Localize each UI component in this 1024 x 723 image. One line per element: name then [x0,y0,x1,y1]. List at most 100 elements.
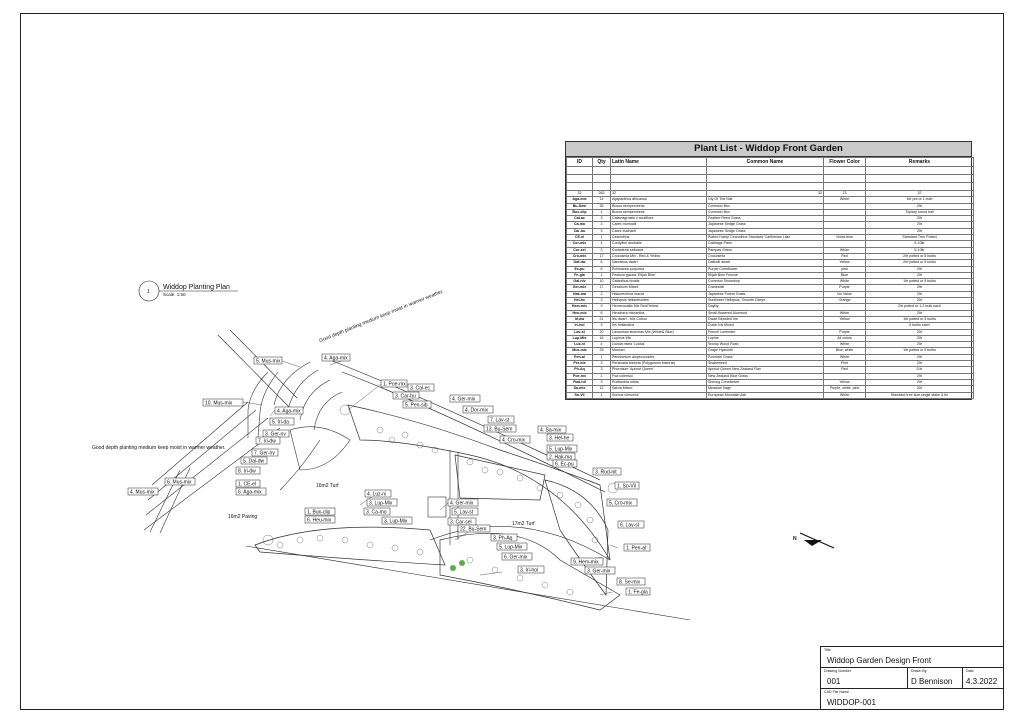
svg-text:5. Dal-dw: 5. Dal-dw [243,459,265,465]
plant-label: 10. Mus-mix [202,398,244,407]
svg-text:4. Aga-mix: 4. Aga-mix [277,409,301,415]
date-cell: Date 4.3.2022 [963,667,1003,688]
north-arrow-icon: N [793,532,835,549]
svg-text:5. Lup-Mix: 5. Lup-Mix [499,545,523,551]
drawing-frame [20,13,1004,710]
totals-row: 32 263 32 32 23 32 [566,189,974,198]
cad-file-name: WIDDOP-001 [827,698,876,707]
plant-label: 3. Ca-mo [363,507,391,516]
header-id: ID [566,157,593,167]
blank-row [566,174,974,183]
plant-label: 4. Ger-mix [449,394,481,403]
plant-list-header-row: ID Qty Latin Name Common Name Flower Col… [566,157,974,167]
header-remarks: Remarks [865,157,974,167]
drawing-number: 001 [827,677,841,686]
drawing-title: Widdop Planting Plan [163,284,230,291]
plant-label: 3. Car-bu [392,391,420,400]
plant-label: 1. Bux-clip [304,507,336,516]
plant-label: 5. Lav-st [451,507,479,516]
plant-label: 4. Ger-mix [447,498,479,507]
svg-text:5. Mus-mix: 5. Mus-mix [256,359,281,365]
svg-text:7. Lav-st: 7. Lav-st [490,418,510,424]
plant-label: 5. Lup-Mix [546,444,578,453]
plant-label: 5. Lup-Mix [496,542,528,551]
plant-label: 1. Pen-al [623,543,651,552]
cad-cell: CAD File Name WIDDOP-001 [821,688,1003,709]
svg-text:22. Bu-Sem: 22. Bu-Sem [460,527,486,533]
plant-label: 5. Cro-mix [606,498,638,507]
svg-text:Good depth planting medium kee: Good depth planting medium keep moist in… [318,289,444,345]
svg-text:6. Mus-mix: 6. Mus-mix [167,480,192,486]
drawn-by-cell: Drawn By D Bennison [908,667,963,688]
terrace-steps [143,361,343,534]
svg-text:4. Mus-mix: 4. Mus-mix [130,490,155,496]
svg-text:5. Iri-da: 5. Iri-da [272,420,289,426]
plant-label: 7. Lav-st [487,415,515,424]
svg-text:9. Hem-mix: 9. Hem-mix [573,560,599,566]
plant-label: 1. So-Vil [614,481,640,490]
svg-text:4. Luz-ni: 4. Luz-ni [367,492,386,498]
plant-label: 3. Car-sel [447,517,477,526]
svg-text:5. Cro-mix: 5. Cro-mix [609,501,633,507]
plant-label: 4. Aga-mix [274,406,304,415]
garden-paths [279,426,611,561]
svg-text:13. Bu-Sem: 13. Bu-Sem [486,427,512,433]
svg-text:3. Hel-he: 3. Hel-he [549,436,570,442]
svg-text:8. Iri-dw: 8. Iri-dw [238,469,256,475]
svg-text:3. Car-bu: 3. Car-bu [395,394,416,400]
svg-text:4. Dor-mix: 4. Dor-mix [465,408,489,414]
plant-label: 5. Dal-dw [240,456,268,465]
svg-text:1. Poe-mx: 1. Poe-mx [383,382,406,388]
plant-label: 3. Ger-nv [262,429,290,438]
svg-text:3. Rud-nit: 3. Rud-nit [595,470,617,476]
plant-label: 5. Mus-mix [253,356,283,365]
north-label: N [793,536,797,542]
plant-label: 6. Lav-st [617,520,645,529]
plant-label: 7. Ger-nv [251,448,279,457]
plant-label: 9. Hem-mix [570,557,604,566]
plant-label: 4. Aga-mix [321,353,351,362]
svg-text:7. Iri-dw: 7. Iri-dw [258,439,276,445]
plant-label: 6. Aga-mix [235,487,267,496]
svg-text:3. Lup-Mix: 3. Lup-Mix [369,501,393,507]
plant-label: 3. Lup-Mix [366,498,398,507]
title-cell: Title Widdop Garden Design Front [824,648,932,665]
svg-text:6. Heu-mix: 6. Heu-mix [307,518,332,524]
plant-label: 4. Mus-mix [127,487,159,496]
plant-list-grid: ID Qty Latin Name Common Name Flower Col… [566,157,974,399]
svg-text:4. Ger-mix: 4. Ger-mix [452,397,476,403]
view-number: 1 [147,289,150,295]
plant-list-title: Plant List - Widdop Front Garden [566,142,971,157]
plant-label: 4. Luz-ni [364,489,392,498]
blank-row [566,166,974,175]
svg-text:1. So-Vil: 1. So-Vil [617,484,636,490]
plant-label: 3. Lup-Mix [381,516,413,525]
plant-label: 1. Poe-mx [380,379,408,388]
svg-text:3. Car-sel: 3. Car-sel [450,520,472,526]
plant-label: 4. Dor-mix [462,405,494,414]
header-color: Flower Color [823,157,866,167]
plant-label: 4. Sa-mix [537,425,567,434]
svg-text:8. Se-mix: 8. Se-mix [619,580,641,586]
svg-text:1. Bux-clip: 1. Bux-clip [307,510,331,516]
